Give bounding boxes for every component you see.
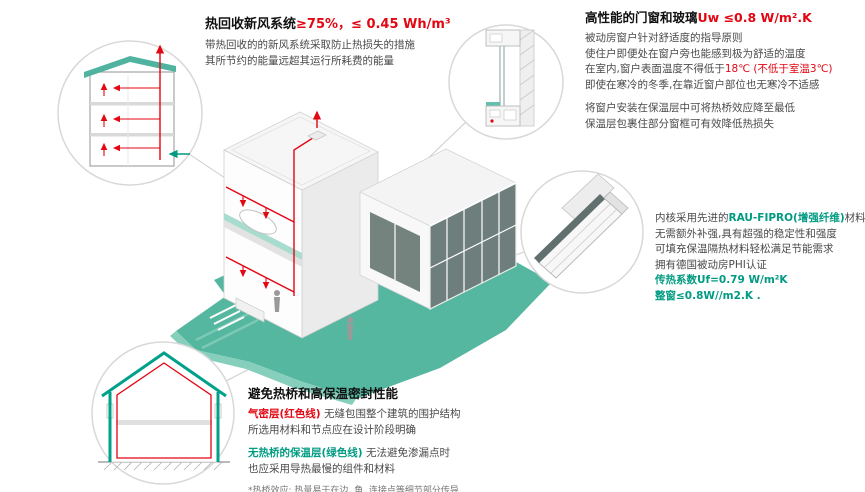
roof-parapet-line [231,116,371,186]
profile-back-piece [561,173,615,223]
ground-hatch [103,461,223,471]
thermal-bridge-title: 避免热桥和高保温密封性能 [248,386,399,401]
section-thermal-bridge: 避免热桥和高保温密封性能 气密层(红色线) 无缝包围整个建筑的围护结构 所选用材… [248,386,568,492]
windows-title-text: 高性能的门窗和玻璃 [585,10,698,25]
profile-line-1-post: 材料 [844,212,865,224]
thermal-line-1: 气密层(红色线) 无缝包围整个建筑的围护结构 [248,407,568,423]
windows-line-6: 保温层包裹住部分窗框可有效降低热损失 [585,117,774,130]
floor-slab [224,220,302,267]
windows-line-5: 将窗户安装在保温层中可将热桥效应降至最低 [585,102,795,114]
frame-chamber [503,109,517,121]
profile-line-1-material: RAU-FIPRO(增强纤维) [728,212,845,224]
airtight-layer-label: 气密层(红色线) [248,408,321,420]
window-section-circle [448,24,564,140]
profile-circle [520,170,644,294]
thermal-bridge-footnote: *热桥效应: 热量易于在边, 角, 连接点等细节部分传导 [248,486,459,492]
thermal-line-3-text: 无法避免渗漏点时 [362,447,450,459]
profile-spec-uw: 整窗≤0.8W//m2.K . [655,289,761,302]
insulation-hatch [519,29,535,116]
windows-line-3-value: 18℃ (不低于室温3℃) [724,63,833,75]
airtight-layer-red-line [116,362,212,459]
profile-spec-uf: 传热系数Uf=0.79 W/m²K [655,274,788,286]
heat-recovery-title: 热回收新风系统≥75%，≤ 0.45 Wh/m³ [205,16,475,33]
windows-title-value: Uw ≤0.8 W/m².K [697,10,812,25]
windows-line-2: 使住户即便处在窗户旁也能感到极为舒适的温度 [585,47,806,60]
insulation-layer-label: 无热桥的保温层(绿色线) [248,447,363,459]
floor-slab [90,133,174,137]
glass-mullions [429,192,517,300]
envelope-circle [91,341,235,485]
duct-riser [293,135,317,296]
glazing-gasket [534,194,605,263]
detail-circle [448,24,564,140]
profile-end-cap [603,191,629,215]
frame-chamber [489,109,501,118]
section-profile: 内核采用先进的RAU-FIPRO(增强纤维)材料 无需额外补强,具有超强的稳定性… [655,211,865,304]
frame-chamber [489,33,503,43]
ventilation-duct-lines [225,110,322,296]
glass-wing [359,148,517,310]
thermal-line-4: 也应采用导热最慢的组件和材料 [248,462,395,475]
garden-plate-edge [170,331,356,405]
kitchen-counter [235,297,265,323]
floor-slab [90,102,174,106]
supply-duct-lower [225,256,295,293]
profile-line-1: 内核采用先进的RAU-FIPRO(增强纤维)材料 [655,211,865,227]
windows-line-3: 在室内,窗户表面温度不得低于18℃ (不低于室温3℃) [585,62,860,78]
person-figure [274,290,280,312]
heat-recovery-desc-line-1: 带热回收的的新风系统采取防止热损失的措施 [205,39,415,51]
thermal-line-2: 所选用材料和节点应在设计阶段明确 [248,423,416,436]
profile-line-2: 无需额外补强,具有超强的稳定性和强度 [655,227,837,240]
windows-line-4: 即使在寒冷的冬季,在靠近窗户部位也无寒冷不适感 [585,78,820,91]
windows-line-1: 被动房窗户针对舒适度的指导原则 [585,32,743,44]
thermal-seal [486,102,500,106]
section-heat-recovery: 热回收新风系统≥75%，≤ 0.45 Wh/m³ 带热回收的的新风系统采取防止热… [205,16,475,69]
floor-slab [116,420,212,425]
bathtub [239,209,277,235]
main-house [223,110,517,340]
roof-edge-highlight [429,182,517,227]
bathroom-floor [224,213,302,260]
ventilation-arrows [100,44,165,160]
airtight-seal-dot [490,119,494,123]
wall-insulation-block [519,29,535,127]
roof-insulation-band [84,56,176,78]
profile-chamber-line [544,202,612,268]
garden-steps [209,304,245,331]
profile-line-4: 拥有德国被动房PHI认证 [655,258,767,271]
section-windows: 高性能的门窗和玻璃Uw ≤0.8 W/m².K 被动房窗户针对舒适度的指导原则 … [585,10,860,132]
insulation-layer-green-line [101,351,227,398]
heat-recovery-title-value: ≥75%，≤ 0.45 Wh/m³ [296,17,451,32]
profile-line-3: 可填充保温隔热材料轻松满足节能需求 [655,243,834,255]
profile-line-1-pre: 内核采用先进的 [655,212,729,224]
heat-recovery-title-text: 热回收新风系统 [205,17,297,32]
windows-title: 高性能的门窗和玻璃Uw ≤0.8 W/m².K [585,10,860,26]
terrace-edge [201,318,259,350]
thermal-line-1-text: 无缝包围整个建筑的围护结构 [320,408,461,420]
heat-recovery-desc-line-2: 其所节约的能量远超其运行所耗费的能量 [205,54,394,67]
thermal-line-3: 无热桥的保温层(绿色线) 无法避免渗漏点时 [248,446,568,462]
supply-duct-upper [225,186,295,223]
ventilation-circle [57,40,203,186]
windows-line-3-text: 在室内,窗户表面温度不得低于 [585,63,725,75]
person-figure [346,316,354,340]
roof-vent [307,130,327,141]
profile-chamber-line [550,208,618,274]
